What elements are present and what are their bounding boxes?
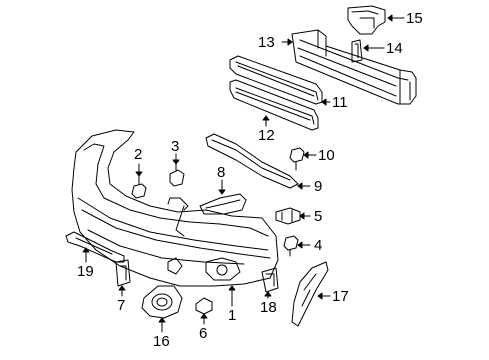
callout-16: 16 <box>153 333 170 350</box>
part-13-reinforcement <box>291 29 417 105</box>
part-8-bracket <box>199 193 247 215</box>
callout-5: 5 <box>314 208 323 225</box>
callout-4: 4 <box>314 237 323 254</box>
callout-1: 1 <box>228 307 237 324</box>
part-15-bracket <box>347 5 386 35</box>
part-5-clip <box>275 207 301 225</box>
part-17-molding <box>291 261 329 327</box>
part-10-bolt <box>289 147 305 171</box>
callout-13: 13 <box>258 34 275 51</box>
callout-18: 18 <box>260 299 277 316</box>
part-16-bezel <box>141 285 183 319</box>
callout-12: 12 <box>258 127 275 144</box>
part-4-bolt <box>283 235 299 257</box>
part-12-grille <box>229 79 319 131</box>
callout-3: 3 <box>171 138 180 155</box>
leader-lines <box>82 14 405 333</box>
callout-17: 17 <box>332 288 349 305</box>
part-2-bolt <box>131 175 147 199</box>
part-19-molding <box>65 231 125 263</box>
callout-8: 8 <box>217 164 226 181</box>
part-1-bumper-cover <box>71 129 279 287</box>
callout-10: 10 <box>318 147 335 164</box>
callout-9: 9 <box>314 178 323 195</box>
part-7-bracket <box>115 259 131 287</box>
callout-15: 15 <box>406 10 423 27</box>
callout-2: 2 <box>134 146 143 163</box>
part-14-bracket <box>351 39 363 63</box>
part-18-bracket <box>261 267 279 293</box>
callout-7: 7 <box>117 297 126 314</box>
callout-14: 14 <box>386 40 403 57</box>
part-6-clip <box>195 297 213 315</box>
part-11-grille <box>229 55 323 105</box>
part-9-absorber <box>205 133 299 189</box>
callout-19: 19 <box>77 263 94 280</box>
callout-6: 6 <box>199 325 208 342</box>
callout-11: 11 <box>332 94 348 111</box>
part-3-clip <box>169 163 185 187</box>
